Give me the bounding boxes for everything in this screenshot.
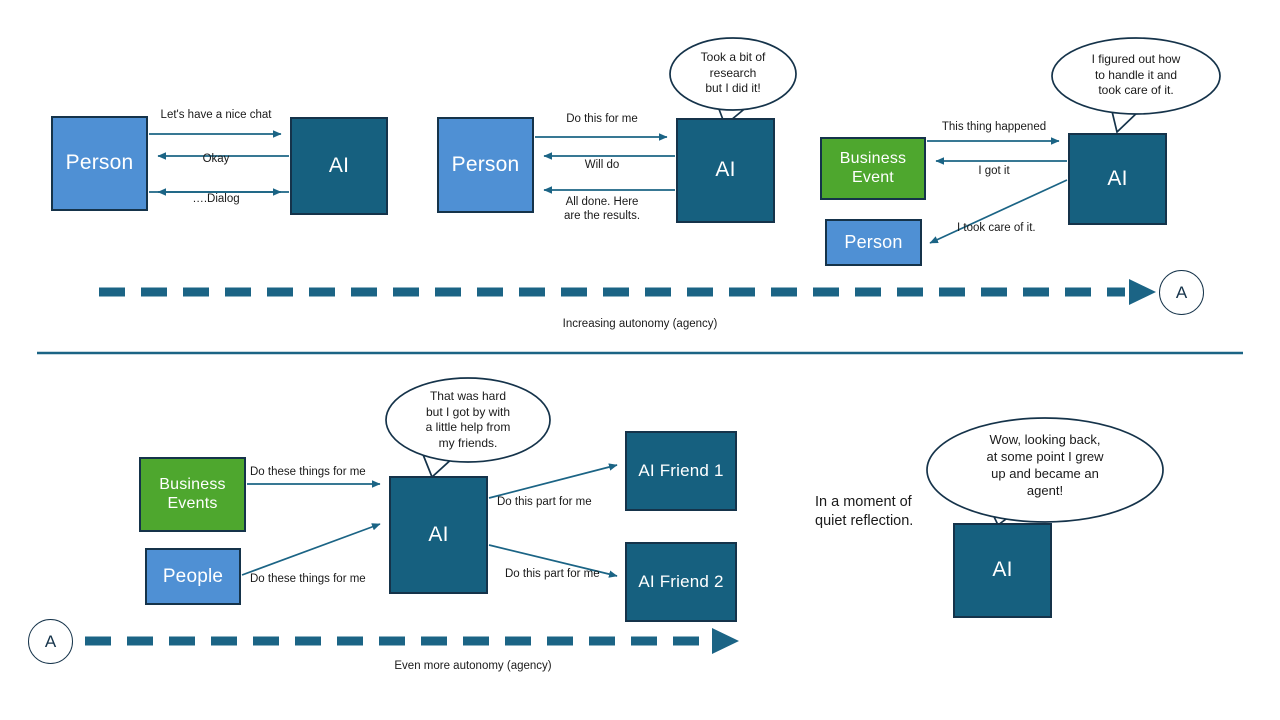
badge-a-top: A [1159, 270, 1204, 315]
speech-bubble-s2 [669, 37, 797, 111]
node-ai-scenario3[interactable]: AI [1068, 133, 1167, 225]
node-business-event-scenario3[interactable]: Business Event [820, 137, 926, 200]
edge-label-s3-msg3: I took care of it. [957, 222, 1036, 234]
node-person-scenario2[interactable]: Person [437, 117, 534, 213]
edge-label-s4-events: Do these things for me [250, 466, 366, 478]
edge-label-s2-msg1: Do this for me [566, 113, 638, 125]
badge-a-bottom: A [28, 619, 73, 664]
node-person-scenario1[interactable]: Person [51, 116, 148, 211]
node-people-scenario4[interactable]: People [145, 548, 241, 605]
edge-label-s4-friend2: Do this part for me [505, 568, 600, 580]
top-autonomy-arrowhead [1129, 279, 1156, 305]
edge-label-s2-msg2: Will do [584, 159, 620, 171]
edge-label-s1-msg1: Let's have a nice chat [160, 109, 272, 121]
edge-label-s4-friend1: Do this part for me [497, 496, 592, 508]
edge-label-s3-msg2: I got it [978, 165, 1010, 177]
speech-bubble-s5 [926, 417, 1164, 523]
edge-label-s1-msg2: Okay [202, 153, 230, 165]
node-business-events-scenario4[interactable]: Business Events [139, 457, 246, 532]
edge-label-s3-msg1: This thing happened [941, 121, 1047, 133]
edge-label-s2-msg3: All done. Here are the results. [563, 196, 641, 223]
node-ai-scenario2[interactable]: AI [676, 118, 775, 223]
node-ai-friend-1[interactable]: AI Friend 1 [625, 431, 737, 511]
arrow-s4-people-to-ai [241, 523, 381, 576]
edge-label-s4-people: Do these things for me [250, 573, 366, 585]
arrow-s4-ai-to-friend1 [488, 463, 618, 499]
node-person-scenario3[interactable]: Person [825, 219, 922, 266]
arrow-s4-ai-to-friend2 [488, 544, 618, 578]
edge-label-s1-msg3: ….Dialog [192, 193, 240, 205]
caption-even-more-autonomy: Even more autonomy (agency) [394, 660, 552, 672]
speech-bubble-s4 [385, 377, 551, 463]
caption-increasing-autonomy: Increasing autonomy (agency) [562, 318, 718, 330]
node-ai-scenario5[interactable]: AI [953, 523, 1052, 618]
arrow-s3-notify-person [929, 179, 1068, 244]
speech-bubble-s3 [1051, 37, 1221, 115]
note-quiet-reflection: In a moment of quiet reflection. [815, 494, 914, 529]
node-ai-scenario1[interactable]: AI [290, 117, 388, 215]
node-ai-friend-2[interactable]: AI Friend 2 [625, 542, 737, 622]
bottom-autonomy-arrowhead [712, 628, 739, 654]
node-ai-scenario4[interactable]: AI [389, 476, 488, 594]
